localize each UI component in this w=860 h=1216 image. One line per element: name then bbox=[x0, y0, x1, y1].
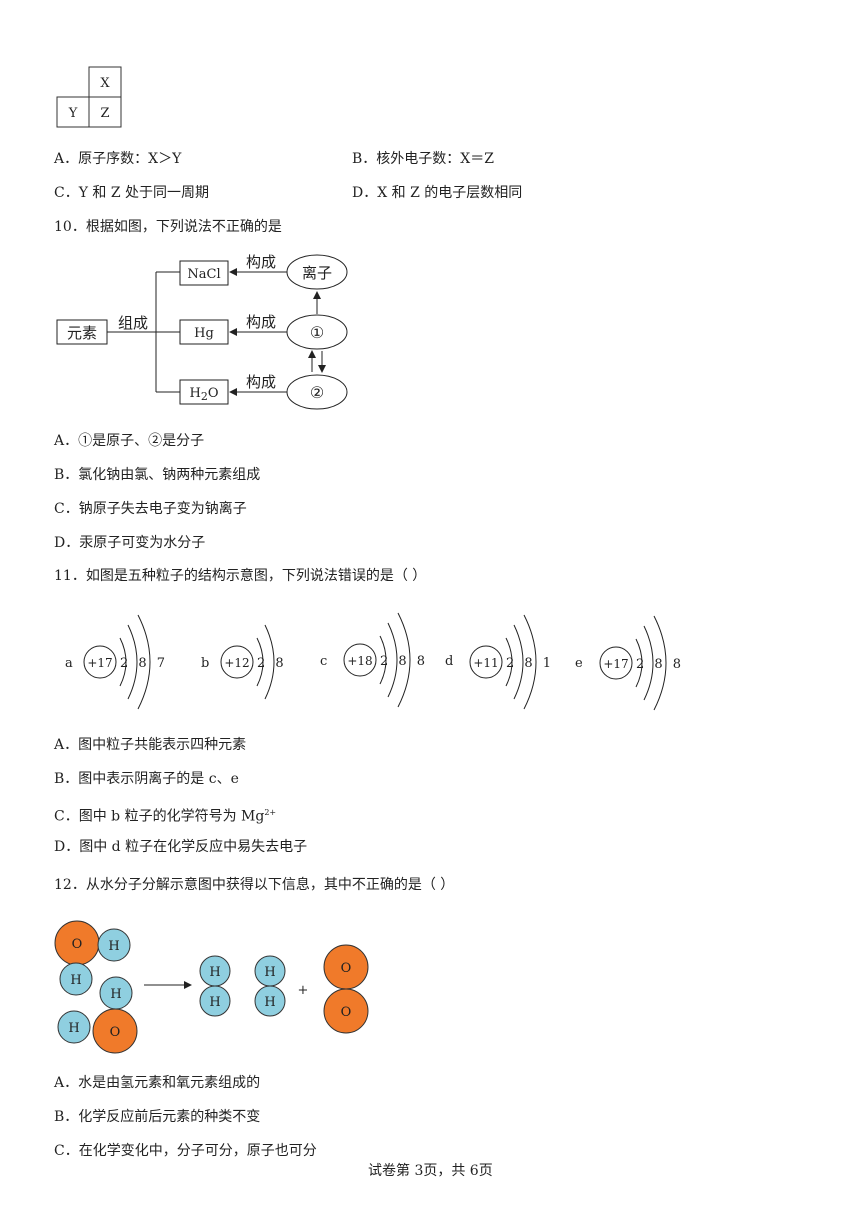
particle-b-shells: 2 8 bbox=[257, 656, 287, 671]
circle-2-ellipse: ② bbox=[310, 383, 324, 402]
q9-option-b[interactable]: B．核外电子数：X＝Z bbox=[352, 151, 494, 167]
particle-a-shells: 2 8 7 bbox=[120, 656, 168, 671]
hydrogen-atom bbox=[97, 928, 131, 962]
oxygen-atom bbox=[92, 1008, 138, 1054]
q11-stem: 11．如图是五种粒子的结构示意图，下列说法错误的是（ ） bbox=[54, 568, 427, 584]
q10-stem: 10．根据如图，下列说法不正确的是 bbox=[54, 219, 282, 235]
h2o-box: H2O bbox=[189, 386, 218, 403]
particle-a: a +17 2 8 7 bbox=[65, 614, 168, 710]
q11-option-d[interactable]: D．图中 d 粒子在化学反应中易失去电子 bbox=[54, 839, 308, 855]
q12-option-a[interactable]: A．水是由氢元素和氧元素组成的 bbox=[54, 1075, 261, 1091]
q12-stem: 12．从水分子分解示意图中获得以下信息，其中不正确的是（ ） bbox=[54, 877, 455, 893]
atom-label-o: O bbox=[341, 961, 352, 976]
cell-x: X bbox=[100, 76, 110, 91]
atom-label-h: H bbox=[68, 1021, 79, 1036]
atom-label-o: O bbox=[110, 1025, 121, 1040]
particle-d-nucleus: +11 bbox=[473, 656, 498, 670]
q12-option-c[interactable]: C．在化学变化中，分子可分，原子也可分 bbox=[54, 1143, 317, 1159]
hg-box: Hg bbox=[194, 326, 214, 341]
element-composition-diagram: 元素 组成 NaCl Hg H2O 构成 构成 构成 离子 ① ② bbox=[56, 253, 348, 410]
cell-z: Z bbox=[100, 106, 109, 121]
atom-label-h: H bbox=[209, 965, 220, 980]
q9-option-d[interactable]: D．X 和 Z 的电子层数相同 bbox=[352, 185, 523, 201]
particle-d-letter: d bbox=[445, 654, 453, 669]
circle-1-ellipse: ① bbox=[310, 323, 324, 342]
q9-option-c[interactable]: C．Y 和 Z 处于同一周期 bbox=[54, 185, 210, 201]
particle-d: d +11 2 8 1 bbox=[445, 614, 554, 710]
particle-e-shells: 2 8 8 bbox=[636, 657, 684, 672]
compose-label: 组成 bbox=[118, 314, 148, 332]
particle-e-letter: e bbox=[575, 656, 583, 671]
atom-label-o: O bbox=[72, 937, 83, 952]
oxygen-atom bbox=[323, 988, 369, 1034]
page-footer: 试卷第 3页，共 6页 bbox=[368, 1163, 493, 1179]
cell-y: Y bbox=[68, 106, 78, 121]
hydrogen-atom bbox=[199, 985, 231, 1017]
particle-c-shells: 2 8 8 bbox=[380, 654, 428, 669]
ion-ellipse: 离子 bbox=[302, 264, 332, 282]
plus-sign: + bbox=[298, 983, 309, 998]
construct-label-3: 构成 bbox=[246, 373, 276, 391]
particle-a-letter: a bbox=[65, 656, 73, 671]
particle-b: b +12 2 8 bbox=[201, 624, 287, 700]
q11-option-b[interactable]: B．图中表示阴离子的是 c、e bbox=[54, 771, 239, 787]
atom-label-h: H bbox=[110, 987, 121, 1002]
construct-label-2: 构成 bbox=[246, 313, 276, 331]
q11-option-c[interactable]: C．图中 b 粒子的化学符号为 Mg2+ bbox=[54, 808, 277, 825]
particle-c-letter: c bbox=[320, 654, 327, 669]
particle-a-nucleus: +17 bbox=[87, 656, 112, 670]
hydrogen-atom bbox=[59, 962, 93, 996]
atom-label-h: H bbox=[264, 965, 275, 980]
construct-label-1: 构成 bbox=[246, 253, 276, 271]
particle-e-nucleus: +17 bbox=[603, 657, 628, 671]
hydrogen-atom bbox=[254, 985, 286, 1017]
particle-d-shells: 2 8 1 bbox=[506, 656, 554, 671]
atom-label-h: H bbox=[70, 973, 81, 988]
particle-structure-diagrams: a +17 2 8 7 b +12 2 8 c +18 2 8 8 d +11 … bbox=[65, 612, 684, 711]
element-position-table: X Y Z bbox=[56, 66, 122, 128]
q10-option-c[interactable]: C．钠原子失去电子变为钠离子 bbox=[54, 501, 247, 517]
q10-option-b[interactable]: B．氯化钠由氯、钠两种元素组成 bbox=[54, 467, 261, 483]
element-box-label: 元素 bbox=[67, 324, 97, 342]
particle-c: c +18 2 8 8 bbox=[320, 612, 428, 708]
hydrogen-atom bbox=[57, 1010, 91, 1044]
atom-label-h: H bbox=[209, 995, 220, 1010]
water-decomposition-diagram: O H H H H O H H H H O O + bbox=[54, 920, 369, 1054]
particle-e: e +17 2 8 8 bbox=[575, 615, 684, 711]
atom-label-h: H bbox=[108, 939, 119, 954]
particle-c-nucleus: +18 bbox=[347, 654, 372, 668]
particle-b-nucleus: +12 bbox=[224, 656, 249, 670]
q9-option-a[interactable]: A．原子序数：X＞Y bbox=[54, 151, 182, 167]
particle-b-letter: b bbox=[201, 656, 209, 671]
q11-option-a[interactable]: A．图中粒子共能表示四种元素 bbox=[54, 737, 247, 753]
atom-label-h: H bbox=[264, 995, 275, 1010]
q10-option-a[interactable]: A．①是原子、②是分子 bbox=[54, 433, 205, 449]
atom-label-o: O bbox=[341, 1005, 352, 1020]
q10-option-d[interactable]: D．汞原子可变为水分子 bbox=[54, 535, 206, 551]
nacl-box: NaCl bbox=[187, 267, 220, 282]
q12-option-b[interactable]: B．化学反应前后元素的种类不变 bbox=[54, 1109, 261, 1125]
